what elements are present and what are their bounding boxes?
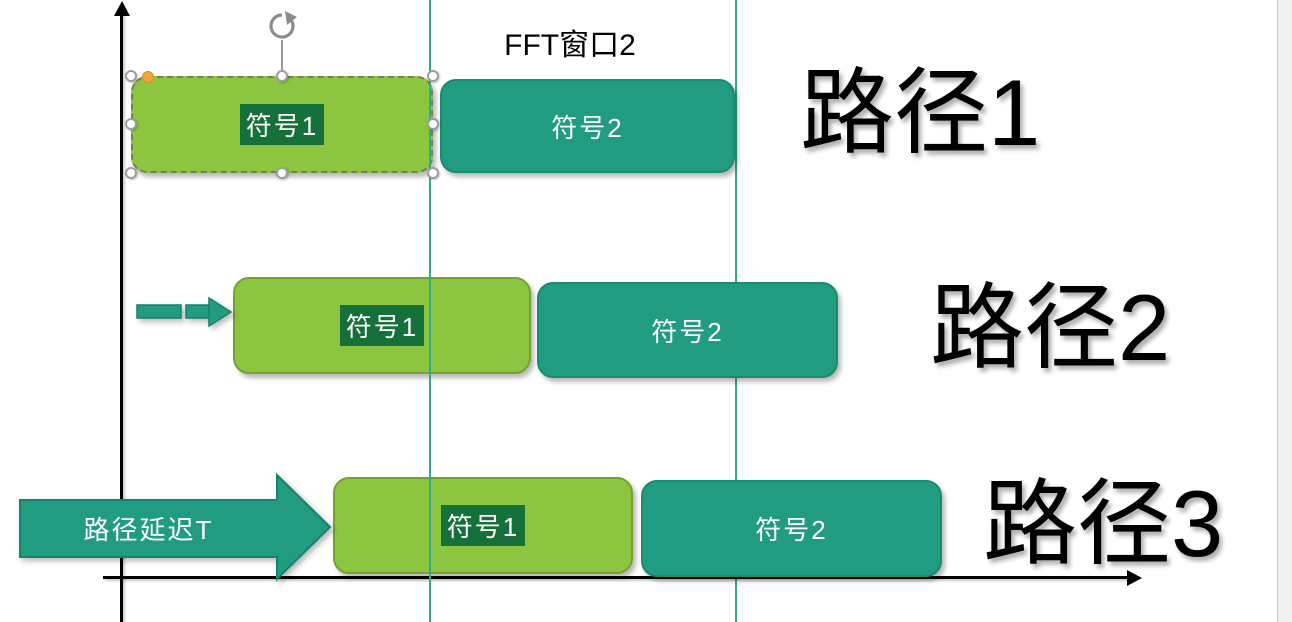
path2-symbol2-label: 符号2: [651, 316, 724, 347]
small-delay-arrow-icon[interactable]: [136, 296, 234, 328]
path1-symbol1-box[interactable]: 符号1: [131, 76, 433, 173]
rotate-handle-stem: [281, 40, 283, 71]
selection-handle-top-right[interactable]: [427, 70, 439, 82]
vertical-axis-arrowhead-icon: [114, 1, 130, 16]
fft-window-guide-line-left[interactable]: [429, 0, 431, 622]
selection-handle-bottom-center[interactable]: [276, 167, 288, 179]
path2-symbol1-box[interactable]: 符号1: [233, 277, 531, 374]
path3-symbol2-box[interactable]: 符号2: [641, 480, 942, 577]
selection-handle-top-left[interactable]: [125, 70, 137, 82]
selection-handle-bottom-left[interactable]: [125, 167, 137, 179]
path2-symbol1-label: 符号1: [339, 305, 425, 346]
selection-handle-bottom-right[interactable]: [427, 167, 439, 179]
fft-window-label[interactable]: FFT窗口2: [504, 29, 636, 62]
path1-symbol1-label: 符号1: [239, 104, 325, 145]
vertical-scrollbar-track[interactable]: [1277, 0, 1292, 622]
selection-handle-middle-right[interactable]: [427, 118, 439, 130]
path1-symbol2-label: 符号2: [551, 112, 624, 143]
path3-symbol1-label: 符号1: [440, 505, 526, 546]
path1-symbol2-box[interactable]: 符号2: [440, 79, 735, 173]
selection-handle-top-center[interactable]: [276, 70, 288, 82]
vertical-axis-line[interactable]: [120, 12, 123, 622]
horizontal-axis-arrowhead-icon: [1127, 570, 1142, 586]
path1-label[interactable]: 路径1: [800, 60, 1041, 165]
rotate-handle-icon[interactable]: [265, 11, 299, 43]
path2-symbol2-box[interactable]: 符号2: [537, 282, 838, 378]
path3-symbol2-label: 符号2: [755, 515, 828, 545]
shape-adjust-handle[interactable]: [142, 71, 154, 83]
path-delay-arrow-label: 路径延迟T: [83, 515, 214, 545]
path3-label[interactable]: 路径3: [983, 471, 1224, 576]
path2-label[interactable]: 路径2: [930, 275, 1171, 380]
path-delay-arrow[interactable]: [18, 472, 333, 582]
horizontal-axis-line[interactable]: [103, 576, 1129, 579]
path3-symbol1-box[interactable]: 符号1: [333, 477, 633, 574]
selection-handle-middle-left[interactable]: [125, 118, 137, 130]
